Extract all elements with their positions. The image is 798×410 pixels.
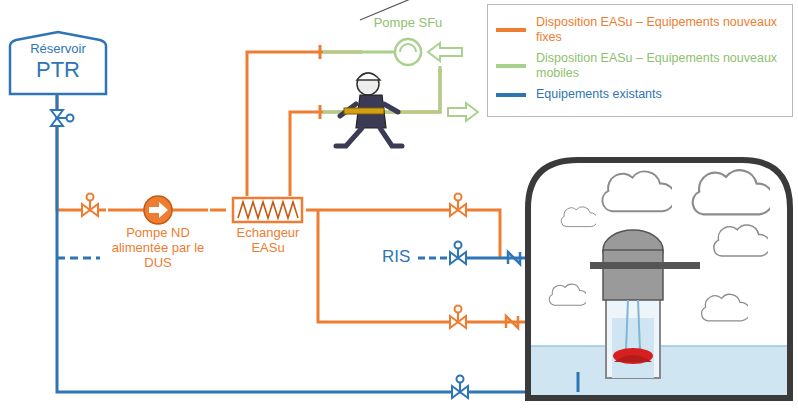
- legend-row: Equipements existants: [496, 87, 784, 102]
- node-label: Pompe SFu: [364, 16, 452, 31]
- legend-swatch: [496, 64, 526, 68]
- pipe-connector: [247, 52, 362, 196]
- legend-text: Disposition EASu – Equipements nouveaux …: [536, 51, 784, 81]
- mobile-pump-symbol: [400, 44, 416, 52]
- check-valve: [508, 252, 520, 264]
- legend-row: Disposition EASu – Equipements nouveaux …: [496, 15, 784, 45]
- steam-cloud: [549, 284, 587, 305]
- containment-building: [528, 160, 790, 398]
- exchanger-coil: [238, 202, 298, 218]
- legend-text: Equipements existants: [536, 87, 662, 102]
- legend-swatch: [496, 28, 526, 32]
- pipe-connector: [290, 69, 440, 196]
- valve-symbol: [51, 110, 74, 126]
- legend-text: Disposition EASu – Equipements nouveaux …: [536, 15, 784, 45]
- valve-symbol: [450, 194, 466, 217]
- pump-node: Pompe ND alimentée par le DUS: [106, 196, 210, 273]
- valve-symbol: [450, 242, 466, 265]
- flow-arrow: [428, 43, 462, 61]
- reactor-vessel: [603, 250, 663, 300]
- legend-swatch: [496, 93, 526, 97]
- steam-cloud: [693, 170, 774, 214]
- pump-symbol: [144, 196, 172, 224]
- legend-box: Disposition EASu – Equipements nouveaux …: [487, 4, 793, 117]
- steam-cloud: [714, 225, 770, 256]
- valve-symbol: [452, 376, 468, 399]
- valve-symbol: [82, 194, 98, 217]
- valve-symbol: [450, 306, 466, 329]
- heat-exchanger: [233, 198, 302, 222]
- mobile-pump-node: Pompe SFu: [362, 14, 454, 69]
- pump-arrow: [149, 202, 168, 218]
- node-label: Pompe ND alimentée par le DUS: [108, 226, 208, 271]
- pipe-connector: [210, 209, 226, 212]
- corium: [613, 348, 653, 364]
- mobile-hose: [323, 51, 395, 54]
- pipe-connector: [57, 96, 106, 210]
- check-valve: [506, 316, 518, 328]
- flange: [319, 105, 322, 119]
- existing-pipe-stub: [57, 257, 100, 260]
- legend-row: Disposition EASu – Equipements nouveaux …: [496, 51, 784, 81]
- steam-cloud: [702, 294, 750, 320]
- node-label: Réservoir: [10, 42, 106, 57]
- flow-arrow: [448, 103, 478, 121]
- mobile-pump-symbol: [395, 39, 421, 65]
- steam-cloud: [561, 207, 597, 227]
- node-label: PTR: [10, 57, 106, 82]
- vessel-support: [590, 262, 700, 269]
- storage-tank: RéservoirPTR: [8, 30, 108, 96]
- node-label: Echangeur EASu: [228, 226, 308, 256]
- existing-pipe-stub: [418, 257, 450, 260]
- system-name: RIS: [382, 248, 410, 265]
- heat-exchanger-node: Echangeur EASu: [226, 196, 310, 258]
- steam-cloud: [602, 171, 675, 211]
- flange: [319, 45, 322, 59]
